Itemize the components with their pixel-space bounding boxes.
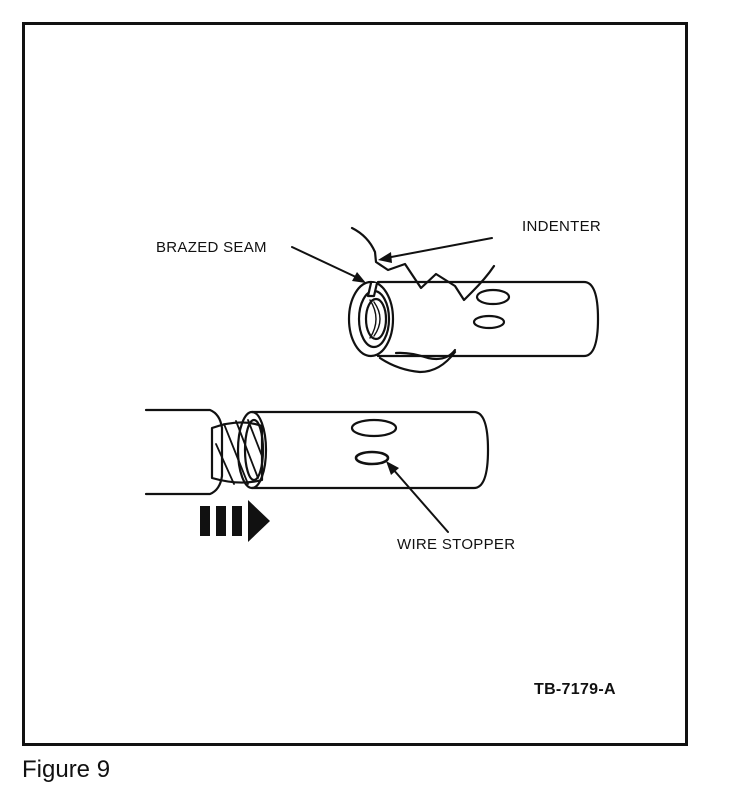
wire-insulation	[144, 408, 224, 496]
figure-frame	[22, 22, 688, 746]
arrowhead-wire-stopper	[386, 461, 399, 475]
open-barrel	[236, 410, 490, 490]
leader-indenter	[385, 237, 493, 259]
stranded-conductor	[210, 419, 264, 485]
arrowhead-indenter	[378, 252, 392, 263]
figure-caption: Figure 9	[22, 756, 111, 783]
crimped-barrel	[347, 280, 600, 358]
dashed-right-arrow-icon	[200, 500, 270, 542]
arrowhead-brazed-seam	[352, 272, 366, 283]
label-indenter: INDENTER	[522, 218, 602, 235]
seam-slot	[366, 281, 379, 298]
label-wire-stopper: WIRE STOPPER	[397, 536, 516, 553]
figure-code: TB-7179-A	[534, 681, 616, 698]
leader-wire-stopper	[391, 467, 449, 533]
leader-brazed-seam	[291, 246, 359, 279]
indenter-tool	[350, 226, 496, 374]
label-brazed-seam: BRAZED SEAM	[156, 239, 267, 256]
